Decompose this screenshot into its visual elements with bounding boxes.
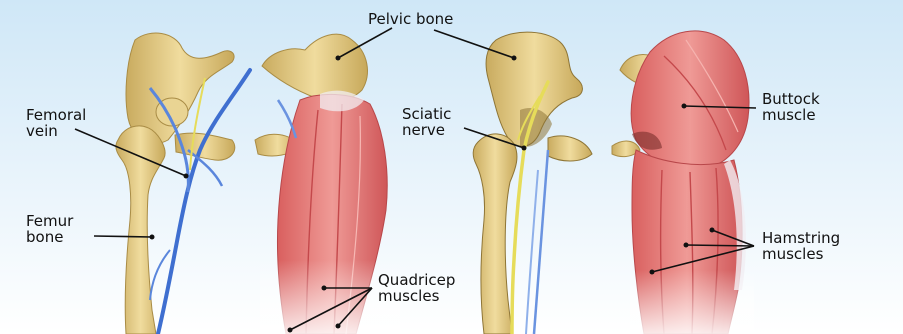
back-muscle-figure (612, 31, 754, 334)
dot-hamstring-1 (710, 228, 715, 233)
label-sciatic-nerve: Sciatic nerve (402, 106, 451, 138)
dot-quadricep-2 (288, 328, 293, 333)
dot-pelvic-left (336, 56, 341, 61)
leader-femur-bone (94, 236, 152, 237)
dot-hamstring-2 (684, 243, 689, 248)
lower-fade-back (630, 270, 754, 334)
leader-hamstring-2 (686, 245, 754, 246)
dot-pelvic-right (512, 56, 517, 61)
dot-quadricep-3 (336, 324, 341, 329)
label-hamstring-muscles: Hamstring muscles (762, 230, 840, 262)
dot-femoral-vein (184, 174, 189, 179)
dot-quadricep-1 (322, 286, 327, 291)
dot-sciatic-nerve (522, 146, 527, 151)
dot-femur-bone (150, 235, 155, 240)
label-pelvic-bone: Pelvic bone (368, 11, 453, 27)
label-femoral-vein: Femoral vein (26, 107, 86, 139)
label-femur-bone: Femur bone (26, 213, 73, 245)
dot-hamstring-3 (650, 270, 655, 275)
dot-buttock (682, 104, 687, 109)
label-quadricep-muscles: Quadricep muscles (378, 272, 455, 304)
label-buttock-muscle: Buttock muscle (762, 91, 820, 123)
